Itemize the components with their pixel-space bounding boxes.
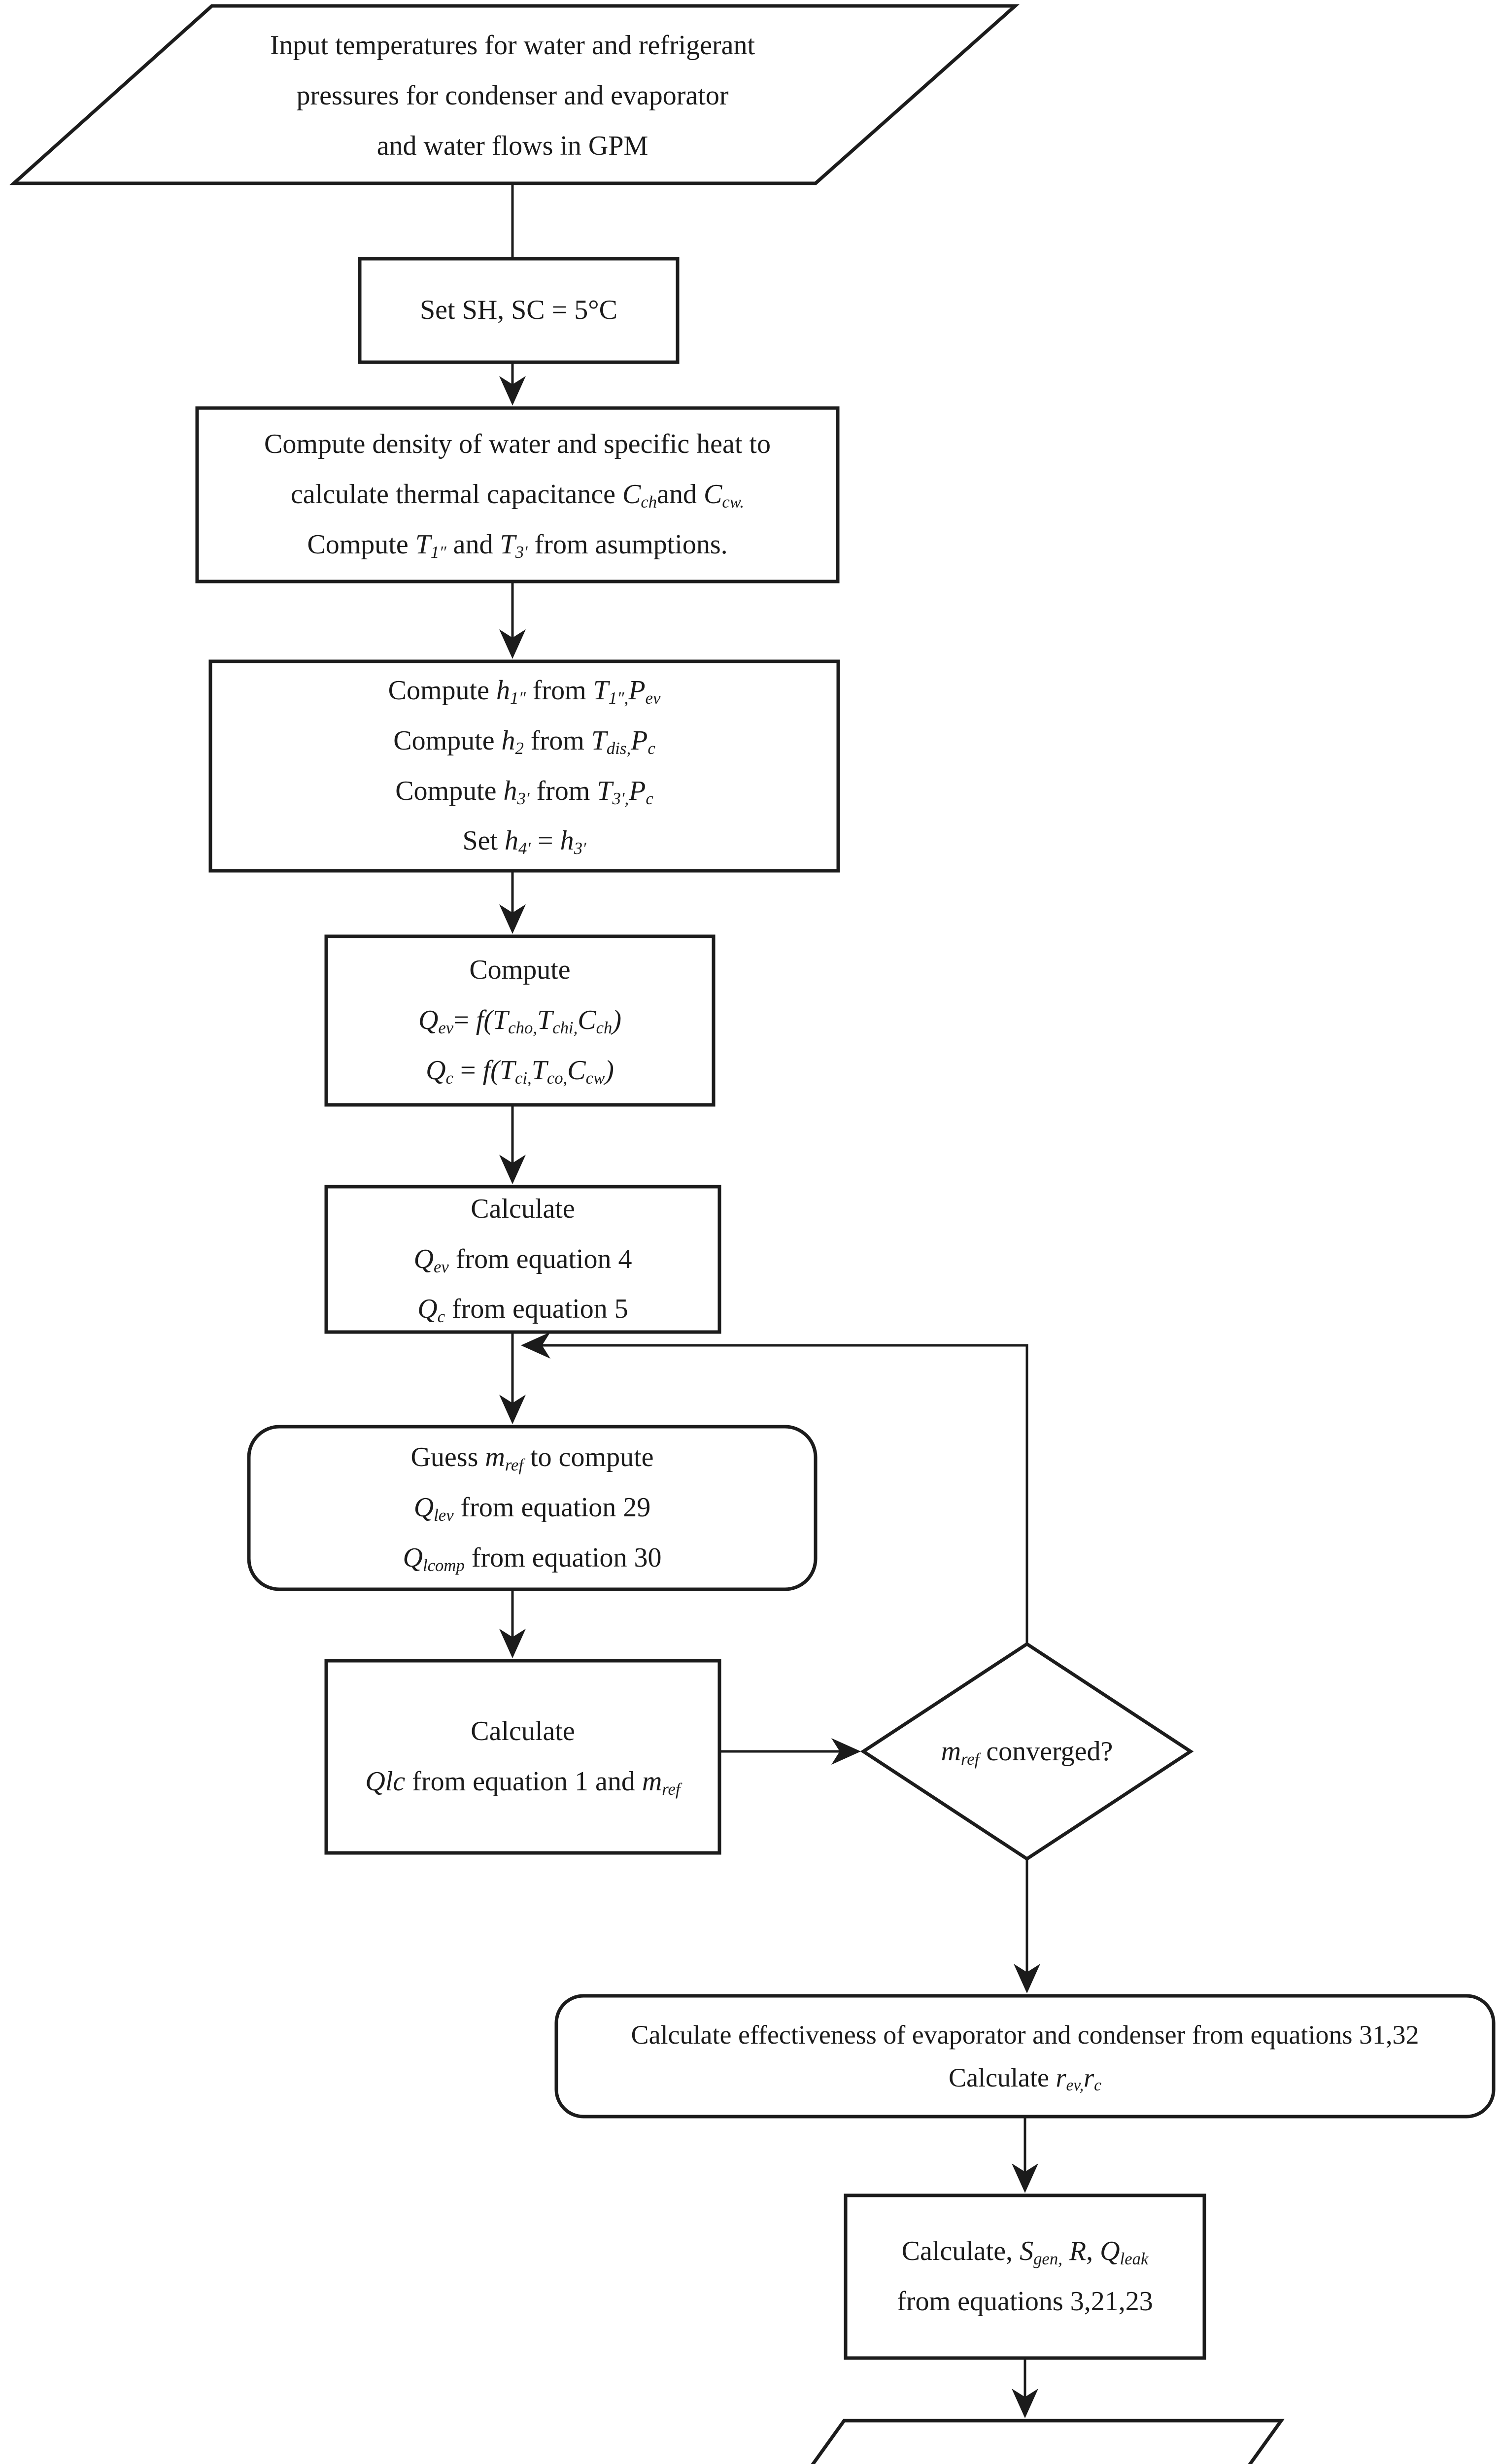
- calc-q-node-shape: [324, 1185, 721, 1334]
- effectiveness-node-shape: [554, 1994, 1496, 2119]
- sgen-node-shape: [844, 2193, 1206, 2360]
- outputs-node-shape: [811, 2419, 1285, 2464]
- guess-node-shape: [247, 1425, 818, 1591]
- converged-decision-shape: [860, 1642, 1194, 1861]
- input-node-shape: [9, 4, 1020, 185]
- calc-qlc-node-shape: [324, 1659, 721, 1855]
- compute-q-node-shape: [324, 934, 716, 1107]
- edge-converged-feedback-loop: [521, 1332, 1028, 1644]
- density-node-shape: [195, 406, 840, 583]
- set-sh-node-shape: [358, 257, 680, 364]
- enthalpy-node-shape: [208, 659, 840, 873]
